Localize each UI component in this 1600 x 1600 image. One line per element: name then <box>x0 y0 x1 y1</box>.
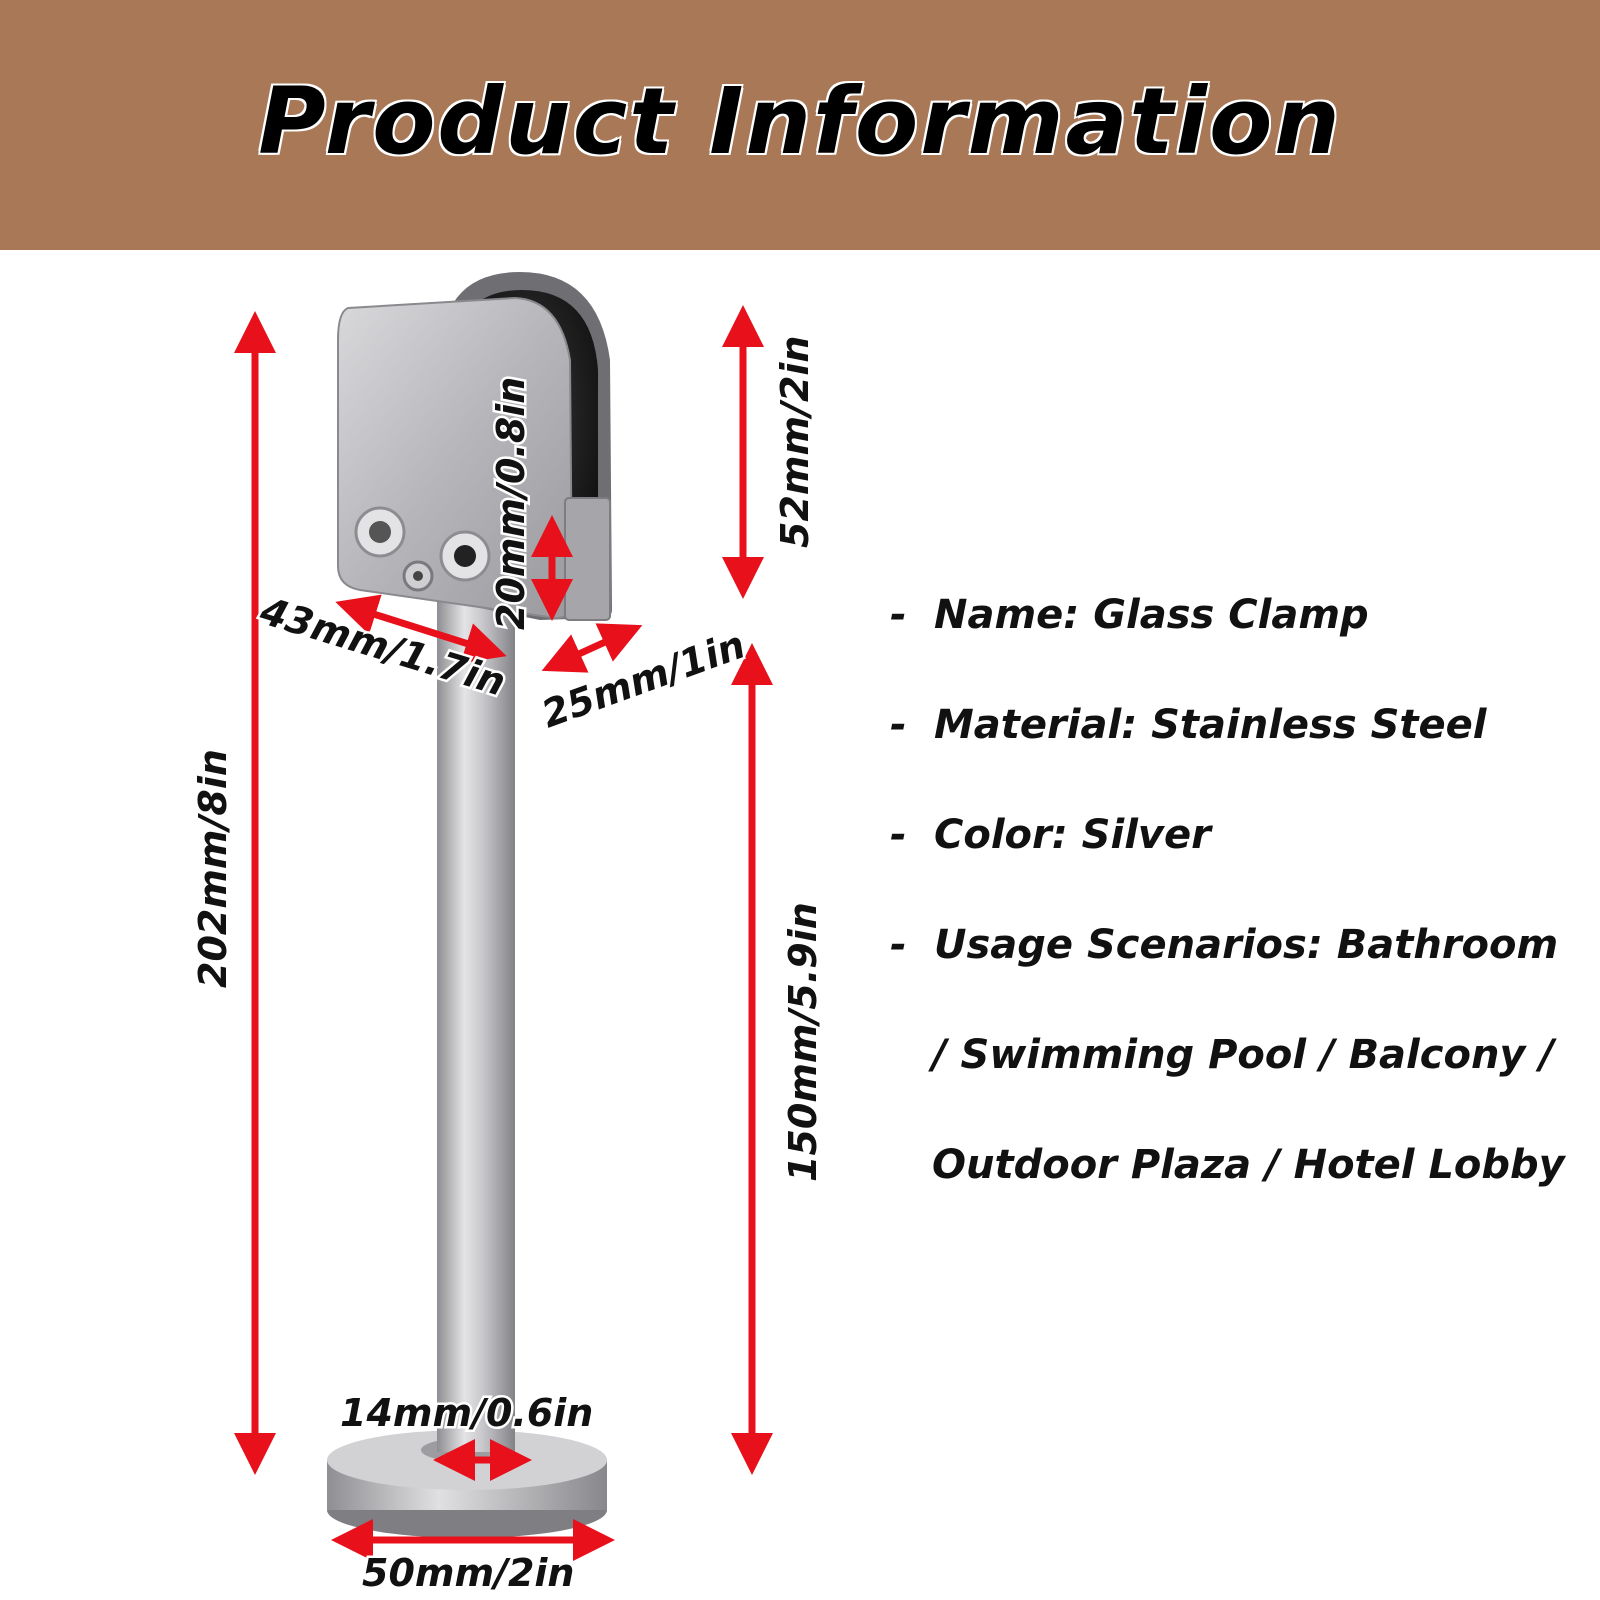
post-diameter-label: 14mm/0.6in <box>340 1391 593 1435</box>
spec-name: -Name: Glass Clamp <box>890 592 1369 638</box>
clamp-width-arrow <box>335 594 507 664</box>
glass-slot-label: 20mm/0.8in <box>489 377 533 630</box>
product-figure: 202mm/8in 52mm/2in 20mm/0.8in 150mm/5.9i… <box>189 272 828 1598</box>
spec-color: -Color: Silver <box>890 812 1211 858</box>
spec-usage-cont-2: Outdoor Plaza / Hotel Lobby <box>932 1142 1565 1188</box>
spec-usage-cont-1: / Swimming Pool / Balcony / <box>932 1032 1555 1078</box>
header-banner: Product Information <box>0 0 1600 250</box>
post-height-label: 150mm/5.9in <box>781 902 825 1182</box>
post-tube <box>437 560 515 1452</box>
spec-usage: -Usage Scenarios: Bathroom <box>890 922 1559 968</box>
clamp-height-label: 52mm/2in <box>773 336 817 548</box>
page-title: Product Information <box>257 66 1342 176</box>
base-diameter-label: 50mm/2in <box>362 1551 574 1595</box>
clamp-depth-label: 25mm/1in <box>536 622 751 736</box>
spec-list: -Name: Glass Clamp -Material: Stainless … <box>890 590 1590 1250</box>
glass-clamp-head <box>337 272 612 621</box>
spec-material: -Material: Stainless Steel <box>890 702 1487 748</box>
clamp-depth-arrow <box>541 623 643 673</box>
total-height-label: 202mm/8in <box>191 749 235 988</box>
